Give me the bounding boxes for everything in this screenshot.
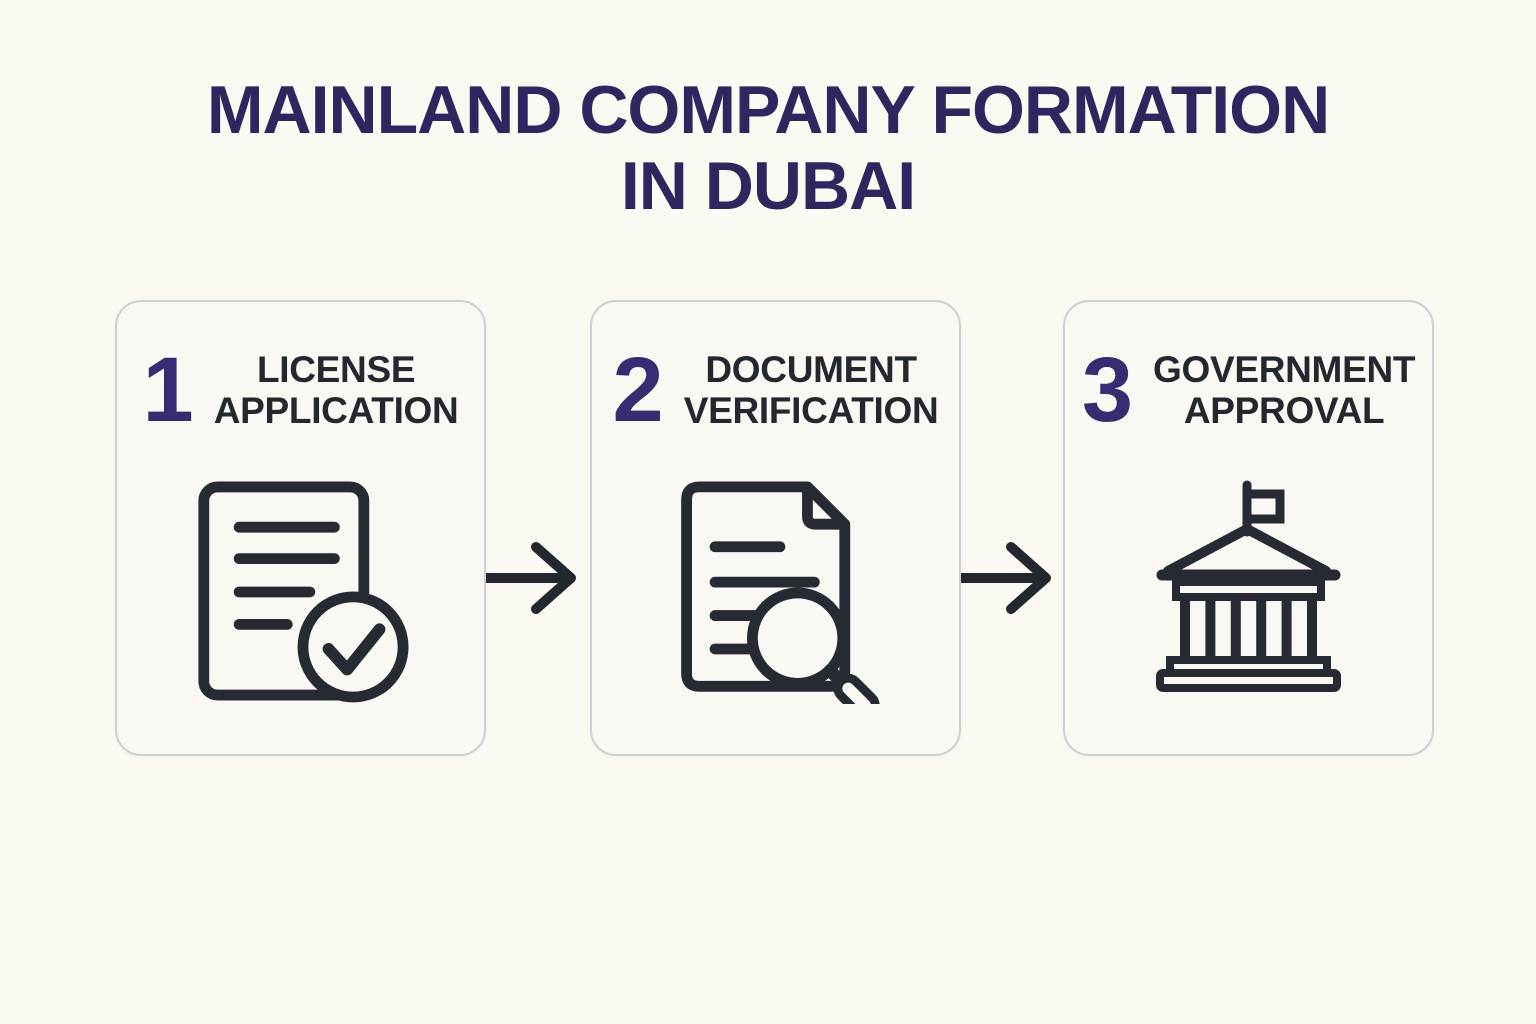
step-card-license-application: 1 LICENSE APPLICATION <box>115 300 486 756</box>
step-2-label: DOCUMENT VERIFICATION <box>684 349 939 431</box>
step-2-icon-area <box>670 478 882 754</box>
step-1-icon-area <box>193 478 409 754</box>
right-arrow-icon <box>961 542 1051 614</box>
document-check-icon <box>197 481 409 703</box>
page-title-line-1: MAINLAND COMPANY FORMATION <box>206 72 1330 148</box>
step-3-label-line-1: GOVERNMENT <box>1152 349 1416 390</box>
government-building-icon <box>1156 480 1341 692</box>
step-2-header: 2 DOCUMENT VERIFICATION <box>613 344 939 436</box>
step-1-label-line-2: APPLICATION <box>213 390 459 431</box>
step-card-document-verification: 2 DOCUMENT VERIFICATION <box>590 300 961 756</box>
page-title: MAINLAND COMPANY FORMATION IN DUBAI <box>0 72 1536 224</box>
step-3-icon-area <box>1156 478 1341 754</box>
step-1-label: LICENSE APPLICATION <box>214 349 459 431</box>
step-3-label-line-2: APPROVAL <box>1183 390 1385 431</box>
step-2-label-line-2: VERIFICATION <box>683 390 939 431</box>
right-arrow-icon <box>486 542 576 614</box>
step-1-label-line-1: LICENSE <box>256 349 416 390</box>
step-card-government-approval: 3 GOVERNMENT APPROVAL <box>1063 300 1434 756</box>
step-2-label-line-1: DOCUMENT <box>705 349 917 390</box>
step-1-number: 1 <box>142 339 194 441</box>
step-2-number: 2 <box>612 339 664 441</box>
page-title-line-2: IN DUBAI <box>620 148 916 224</box>
step-3-number: 3 <box>1081 339 1133 441</box>
step-3-header: 3 GOVERNMENT APPROVAL <box>1081 339 1416 441</box>
document-search-icon <box>680 481 880 704</box>
step-3-label: GOVERNMENT APPROVAL <box>1153 349 1415 431</box>
step-1-header: 1 LICENSE APPLICATION <box>143 344 459 436</box>
